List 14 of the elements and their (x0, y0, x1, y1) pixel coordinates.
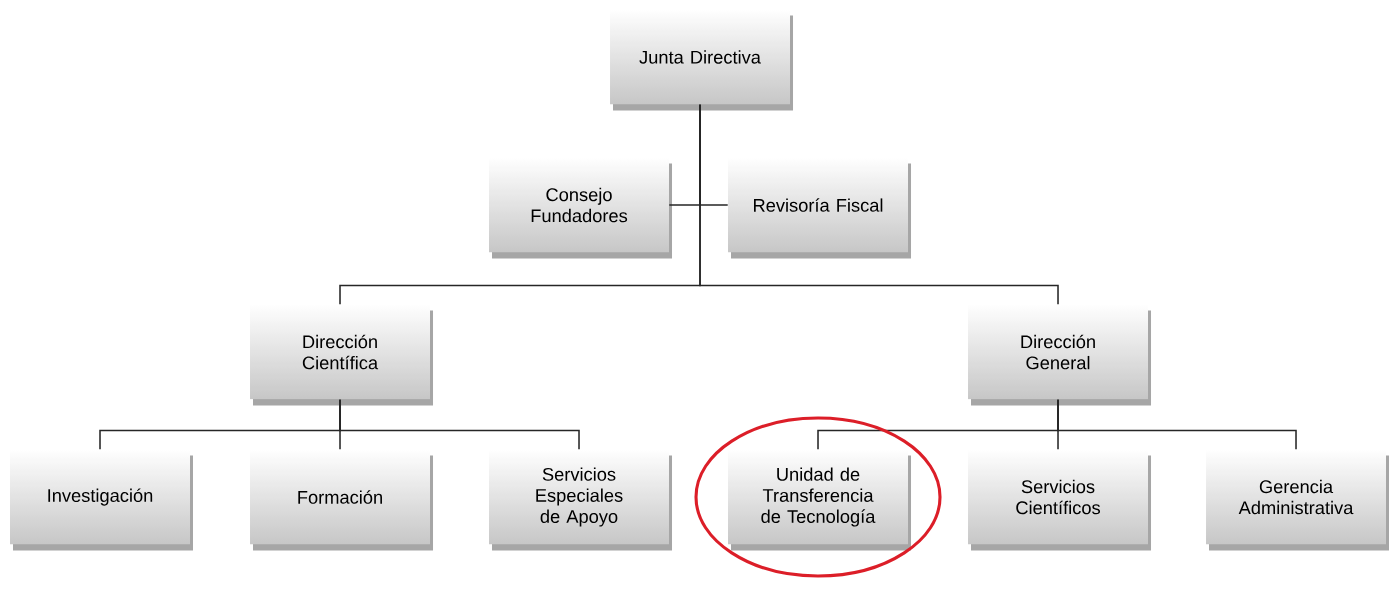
org-box: Dirección Científica (250, 304, 433, 406)
connector-line (699, 104, 1059, 305)
connector-line (1057, 399, 1297, 450)
org-box: Servicios Científicos (968, 450, 1151, 551)
org-box: Investigación (10, 450, 193, 551)
org-box: Servicios Especiales de Apoyo (489, 450, 672, 551)
org-box: Formación (250, 450, 433, 551)
org-box: Dirección General (968, 304, 1151, 406)
org-box: Gerencia Administrativa (1206, 450, 1389, 551)
org-box: Revisoría Fiscal (728, 158, 911, 259)
connector-line (339, 399, 580, 450)
org-box: Unidad de Transferencia de Tecnología (728, 450, 911, 551)
org-box: Junta Directiva (610, 9, 793, 111)
org-box: Consejo Fundadores (489, 158, 672, 259)
